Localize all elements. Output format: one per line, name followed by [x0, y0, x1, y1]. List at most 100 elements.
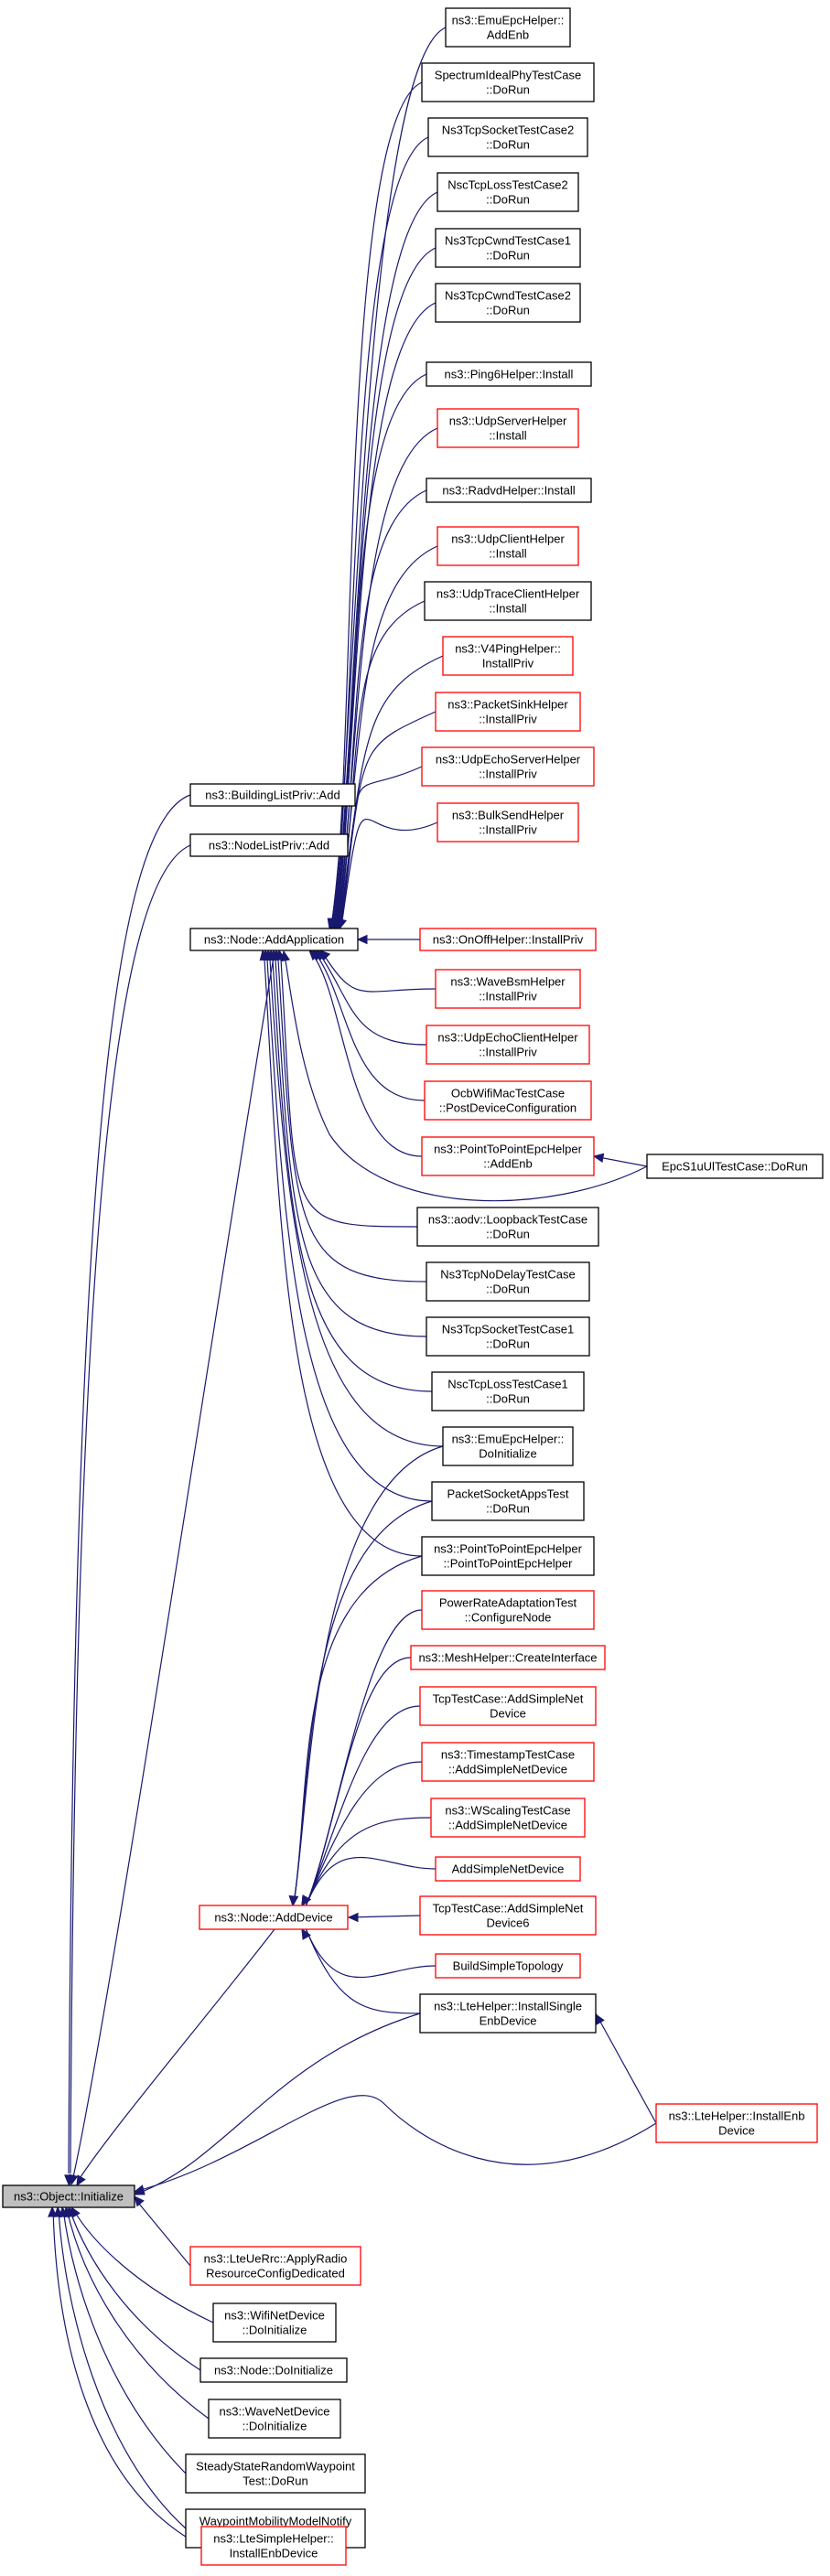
node-a4[interactable]: NscTcpLossTestCase2::DoRun	[437, 172, 579, 212]
node-label: ns3::PointToPointEpcHelper	[434, 1542, 583, 1556]
node-label: ns3::WifiNetDevice	[224, 2309, 325, 2323]
node-box	[421, 1590, 595, 1630]
node-addDev[interactable]: ns3::Node::AddDevice	[199, 1905, 349, 1930]
node-label: ::InstallPriv	[479, 713, 537, 726]
node-a15[interactable]: ns3::BulkSendHelper::InstallPriv	[437, 802, 579, 843]
graph-nodes: ns3::Object::Initialize ns3::BuildingList…	[2, 7, 824, 2566]
node-a16[interactable]: ns3::OnOffHelper::InstallPriv	[419, 928, 597, 951]
node-a8[interactable]: ns3::UdpServerHelper::Install	[437, 408, 579, 448]
edge-ltesimple-root	[48, 2206, 202, 2547]
node-epcS1u[interactable]: EpcS1uUlTestCase::DoRun	[646, 1154, 824, 1179]
node-label: Test::DoRun	[243, 2474, 308, 2488]
node-box	[185, 2453, 366, 2494]
node-wifiNet[interactable]: ns3::WifiNetDevice::DoInitialize	[212, 2302, 337, 2343]
node-label: InstallPriv	[482, 657, 534, 671]
node-a27[interactable]: ns3::PointToPointEpcHelper::PointToPoint…	[421, 1536, 595, 1576]
node-label: ns3::MeshHelper::CreateInterface	[418, 1651, 597, 1665]
node-nodeDoInit[interactable]: ns3::Node::DoInitialize	[199, 2357, 348, 2383]
edge-d5-adddev	[301, 1817, 432, 1907]
node-box	[208, 2399, 341, 2439]
node-a26[interactable]: PacketSocketAppsTest::DoRun	[431, 1481, 585, 1521]
edge-d8-adddev	[301, 1927, 437, 1979]
node-a24[interactable]: NscTcpLossTestCase1::DoRun	[431, 1371, 585, 1411]
node-box	[431, 1371, 585, 1411]
node-box	[421, 1742, 595, 1782]
node-label: ::DoRun	[486, 83, 530, 97]
node-a21[interactable]: ns3::aodv::LoopbackTestCase::DoRun	[416, 1207, 599, 1247]
node-d4[interactable]: ns3::TimestampTestCase::AddSimpleNetDevi…	[421, 1742, 595, 1782]
node-box	[416, 1207, 599, 1247]
node-a1[interactable]: ns3::EmuEpcHelper::AddEnb	[445, 7, 571, 48]
node-a10[interactable]: ns3::UdpClientHelper::Install	[437, 526, 579, 566]
node-box	[442, 1426, 574, 1466]
node-label: ns3::UdpServerHelper	[449, 414, 567, 428]
node-a3[interactable]: Ns3TcpSocketTestCase2::DoRun	[427, 117, 588, 157]
node-addApp[interactable]: ns3::Node::AddApplication	[189, 928, 359, 951]
node-a14[interactable]: ns3::UdpEchoServerHelper::InstallPriv	[421, 746, 595, 787]
edge-a26-addapp	[262, 949, 433, 1502]
node-lteUeRrc[interactable]: ns3::LteUeRrc::ApplyRadioResourceConfigD…	[189, 2246, 361, 2286]
node-label: EpcS1uUlTestCase::DoRun	[662, 1160, 808, 1174]
node-label: TcpTestCase::AddSimpleNet	[433, 1692, 584, 1706]
node-bldList[interactable]: ns3::BuildingListPriv::Add	[189, 783, 356, 807]
node-a18[interactable]: ns3::UdpEchoClientHelper::InstallPriv	[426, 1025, 590, 1065]
node-nodeList[interactable]: ns3::NodeListPriv::Add	[189, 833, 349, 857]
node-box	[435, 1953, 581, 1979]
node-d2[interactable]: ns3::MeshHelper::CreateInterface	[410, 1645, 606, 1670]
node-label: ns3::BulkSendHelper	[452, 809, 565, 822]
node-box	[426, 1261, 590, 1302]
node-box	[426, 1025, 590, 1065]
node-label: Device	[490, 1707, 526, 1721]
node-label: Ns3TcpNoDelayTestCase	[440, 1268, 575, 1282]
node-label: ns3::LteHelper::InstallEnb	[669, 2109, 805, 2123]
node-label: NscTcpLossTestCase1	[447, 1378, 568, 1391]
node-a7[interactable]: ns3::Ping6Helper::Install	[426, 361, 592, 387]
node-d3[interactable]: TcpTestCase::AddSimpleNetDevice	[419, 1686, 597, 1726]
node-box	[431, 1481, 585, 1521]
node-label: ns3::UdpTraceClientHelper	[437, 587, 580, 601]
node-waveNet[interactable]: ns3::WaveNetDevice::DoInitialize	[208, 2399, 341, 2439]
node-a6[interactable]: Ns3TcpCwndTestCase2::DoRun	[435, 283, 581, 323]
node-a20[interactable]: ns3::PointToPointEpcHelper::AddEnb	[421, 1136, 595, 1176]
node-label: ns3::EmuEpcHelper::	[452, 1433, 565, 1446]
node-d5[interactable]: ns3::WScalingTestCase::AddSimpleNetDevic…	[430, 1798, 586, 1838]
node-a11[interactable]: ns3::UdpTraceClientHelper::Install	[424, 581, 592, 621]
node-label: ns3::LteUeRrc::ApplyRadio	[204, 2252, 348, 2266]
node-a22[interactable]: Ns3TcpNoDelayTestCase::DoRun	[426, 1261, 590, 1302]
node-box	[419, 1686, 597, 1726]
node-a25[interactable]: ns3::EmuEpcHelper::DoInitialize	[442, 1426, 574, 1466]
node-label: ns3::WaveNetDevice	[220, 2405, 330, 2419]
node-a13[interactable]: ns3::PacketSinkHelper::InstallPriv	[435, 692, 581, 732]
edge-d7-adddev	[347, 1912, 421, 1923]
node-box	[435, 228, 581, 268]
node-label: ns3::Node::DoInitialize	[214, 2364, 333, 2377]
node-a5[interactable]: Ns3TcpCwndTestCase1::DoRun	[435, 228, 581, 268]
node-label: ::AddSimpleNetDevice	[448, 1763, 567, 1776]
edge-a25-adddev	[288, 1445, 444, 1907]
node-box	[437, 526, 579, 566]
node-box	[437, 408, 579, 448]
node-a12[interactable]: ns3::V4PingHelper::InstallPriv	[442, 636, 574, 676]
node-a19[interactable]: OcbWifiMacTestCase::PostDeviceConfigurat…	[424, 1080, 592, 1121]
node-lteSimple[interactable]: ns3::LteSimpleHelper::InstallEnbDevice	[200, 2526, 347, 2566]
node-d6[interactable]: AddSimpleNetDevice	[435, 1856, 581, 1882]
node-a17[interactable]: ns3::WaveBsmHelper::InstallPriv	[435, 969, 581, 1009]
node-a9[interactable]: ns3::RadvdHelper::Install	[426, 478, 592, 503]
node-box	[435, 692, 581, 732]
node-box	[442, 636, 574, 676]
node-label: ::DoRun	[486, 1337, 530, 1351]
edge-nodedoinit-root	[67, 2206, 201, 2371]
node-lteInstall[interactable]: ns3::LteHelper::InstallEnbDevice	[655, 2103, 818, 2143]
node-a2[interactable]: SpectrumIdealPhyTestCase::DoRun	[421, 62, 595, 102]
edge-lteinstall-root	[133, 2095, 657, 2195]
node-d8[interactable]: BuildSimpleTopology	[435, 1953, 581, 1979]
node-root[interactable]: ns3::Object::Initialize	[2, 2184, 135, 2208]
node-box	[426, 361, 592, 387]
node-d1[interactable]: PowerRateAdaptationTest::ConfigureNode	[421, 1590, 595, 1630]
edge-adddev-root	[76, 1928, 275, 2187]
node-label: ::InstallPriv	[479, 990, 537, 1004]
node-a23[interactable]: Ns3TcpSocketTestCase1::DoRun	[426, 1316, 590, 1357]
